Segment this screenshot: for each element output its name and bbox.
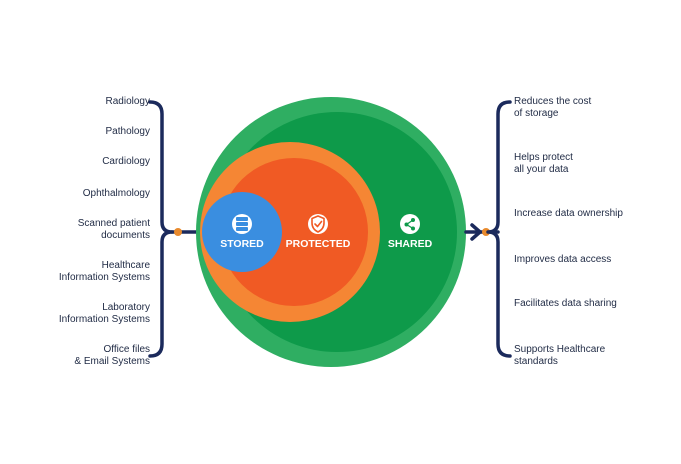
source-healthcare-information-systems: Healthcare Information Systems bbox=[58, 260, 150, 283]
left-bracket bbox=[148, 100, 174, 358]
benefit-protects-data: Helps protect all your data bbox=[514, 152, 573, 175]
benefit-data-ownership: Increase data ownership bbox=[514, 208, 623, 219]
source-pathology: Pathology bbox=[105, 126, 150, 137]
shared-label: SHARED bbox=[388, 238, 433, 250]
benefit-data-access: Improves data access bbox=[514, 254, 612, 265]
right-arrow-icon bbox=[470, 223, 482, 241]
server-icon bbox=[232, 214, 252, 234]
right-bracket bbox=[486, 100, 512, 358]
shield-check-icon bbox=[308, 214, 328, 234]
source-ophthalmology: Ophthalmology bbox=[82, 188, 150, 199]
stored-label: STORED bbox=[220, 238, 264, 250]
source-radiology: Radiology bbox=[105, 96, 150, 107]
benefit-healthcare-standards: Supports Healthcare standards bbox=[514, 344, 606, 367]
share-icon bbox=[400, 214, 420, 234]
source-office-email-systems: Office files & Email Systems bbox=[74, 344, 150, 367]
source-cardiology: Cardiology bbox=[102, 156, 150, 167]
benefit-reduces-cost: Reduces the cost of storage bbox=[514, 96, 592, 119]
source-laboratory-information-systems: Laboratory Information Systems bbox=[58, 302, 150, 325]
source-scanned-documents: Scanned patient documents bbox=[77, 218, 150, 241]
left-connector-dot bbox=[174, 228, 182, 236]
benefit-data-sharing: Facilitates data sharing bbox=[514, 298, 617, 309]
right-connector-dot bbox=[482, 228, 490, 236]
protected-label: PROTECTED bbox=[286, 238, 351, 250]
